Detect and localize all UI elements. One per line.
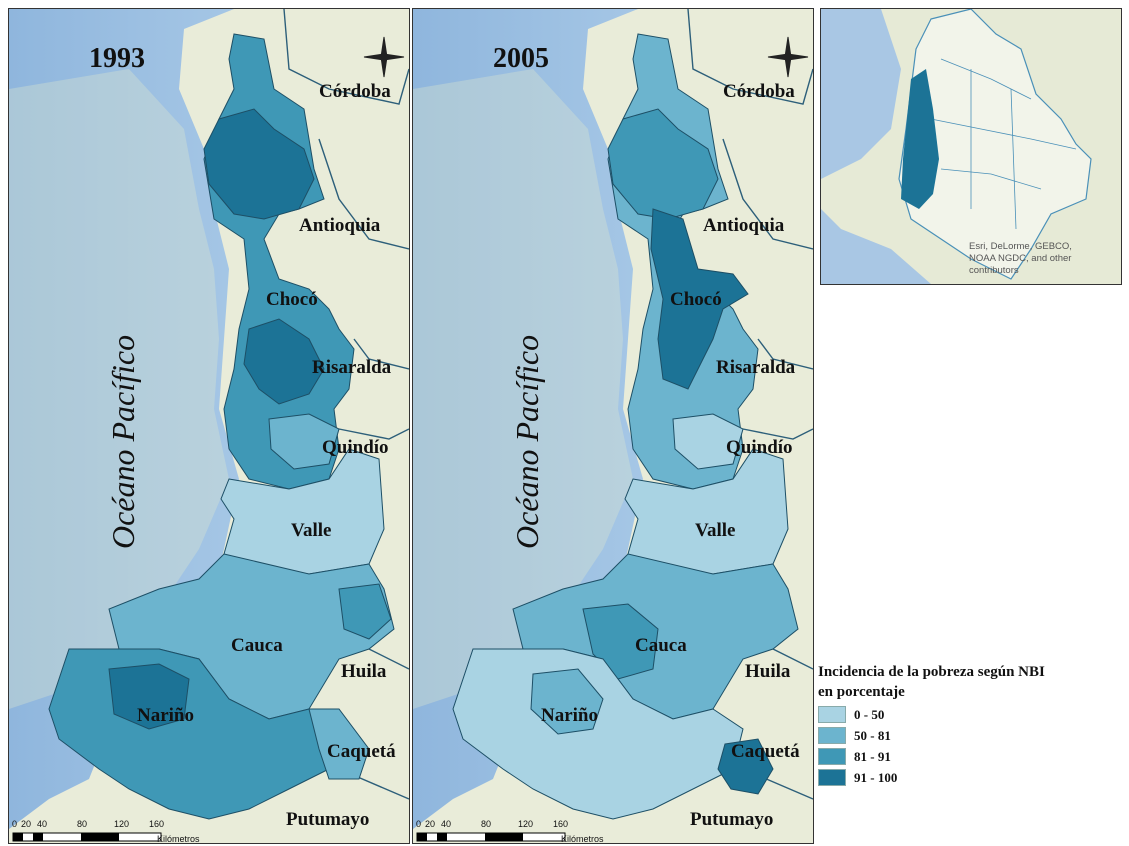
label-caqueta: Caquetá — [327, 741, 396, 762]
region-narino — [452, 648, 744, 820]
inset-pacific-highlight — [901, 69, 939, 209]
legend-subtitle: en porcentaje — [818, 684, 905, 700]
scale-tick: 80 — [481, 819, 491, 829]
scale-bar: 0 20 40 80 120 160 Kilómetros — [416, 819, 604, 843]
scale-unit: Kilómetros — [157, 834, 200, 843]
scale-tick: 20 — [425, 819, 435, 829]
label-valle: Valle — [291, 520, 331, 541]
legend-item: 91 - 100 — [818, 769, 1128, 786]
inset-dept-lines — [930, 58, 1077, 230]
label-risaralda: Risaralda — [312, 357, 392, 378]
scale-tick: 40 — [441, 819, 451, 829]
legend-label: 81 - 91 — [854, 748, 891, 764]
region-choco-north — [607, 108, 719, 220]
label-cauca: Cauca — [635, 635, 687, 656]
label-choco: Chocó — [266, 289, 318, 310]
compass-rose-icon — [767, 36, 809, 78]
label-narino: Nariño — [137, 705, 194, 726]
map-1993-svg: 1993 Córdoba Antioquia Chocó Risaralda Q… — [9, 9, 409, 843]
scale-tick: 0 — [12, 819, 17, 829]
inset-colombia — [898, 9, 1092, 280]
scale-unit: Kilómetros — [561, 834, 604, 843]
inset-attribution: NOAA NGDC, and other — [969, 253, 1071, 264]
map-1993: 1993 Córdoba Antioquia Chocó Risaralda Q… — [8, 8, 410, 844]
legend-title: Incidencia de la pobreza según NBI — [818, 664, 1045, 680]
label-quindio: Quindío — [726, 437, 793, 458]
ocean-label: Océano Pacífico — [509, 335, 545, 549]
label-huila: Huila — [745, 661, 791, 682]
scale-tick: 80 — [77, 819, 87, 829]
legend-swatch — [818, 769, 846, 786]
region-cauca-east — [338, 583, 392, 640]
label-huila: Huila — [341, 661, 387, 682]
legend-swatch — [818, 727, 846, 744]
region-caqueta-part — [717, 738, 774, 795]
scale-tick: 120 — [518, 819, 533, 829]
inset-attribution: Esri, DeLorme, GEBCO, — [969, 241, 1072, 252]
legend: Incidencia de la pobreza según NBI en po… — [818, 662, 1128, 842]
region-narino-mid — [530, 668, 604, 735]
scale-tick: 160 — [149, 819, 164, 829]
region-narino-core — [108, 663, 190, 730]
legend-swatch — [818, 706, 846, 723]
coast-shelf — [413, 69, 633, 709]
legend-swatch — [818, 748, 846, 765]
legend-label: 91 - 100 — [854, 769, 898, 785]
label-cordoba: Córdoba — [319, 81, 391, 102]
scale-tick: 120 — [114, 819, 129, 829]
scale-tick: 160 — [553, 819, 568, 829]
legend-label: 50 - 81 — [854, 727, 891, 743]
label-putumayo: Putumayo — [690, 809, 773, 830]
map-year-label: 1993 — [89, 43, 145, 74]
label-valle: Valle — [695, 520, 735, 541]
scale-tick: 20 — [21, 819, 31, 829]
coast-shelf — [9, 69, 229, 709]
label-putumayo: Putumayo — [286, 809, 369, 830]
legend-item: 50 - 81 — [818, 727, 1128, 744]
legend-item: 81 - 91 — [818, 748, 1128, 765]
label-antioquia: Antioquia — [703, 215, 785, 236]
legend-label: 0 - 50 — [854, 706, 885, 722]
region-choco-core — [650, 208, 749, 390]
legend-item: 0 - 50 — [818, 706, 1128, 723]
scale-bar: 0 20 40 80 120 160 Kilómetros — [12, 819, 200, 843]
label-cauca: Cauca — [231, 635, 283, 656]
ocean-label: Océano Pacífico — [105, 335, 141, 549]
label-antioquia: Antioquia — [299, 215, 381, 236]
region-choco-south — [268, 413, 340, 470]
region-caqueta-part — [308, 708, 370, 780]
label-cordoba: Córdoba — [723, 81, 795, 102]
scale-tick: 40 — [37, 819, 47, 829]
label-caqueta: Caquetá — [731, 741, 800, 762]
region-choco-north — [203, 108, 315, 220]
label-risaralda: Risaralda — [716, 357, 796, 378]
label-quindio: Quindío — [322, 437, 389, 458]
region-choco-south — [672, 413, 744, 470]
inset-attribution: contributors — [969, 265, 1019, 276]
map-year-label: 2005 — [493, 43, 549, 74]
label-narino: Nariño — [541, 705, 598, 726]
map-2005: 2005 Córdoba Antioquia Chocó Risaralda Q… — [412, 8, 814, 844]
locator-inset-map: Esri, DeLorme, GEBCO, NOAA NGDC, and oth… — [820, 8, 1122, 285]
map-2005-svg: 2005 Córdoba Antioquia Chocó Risaralda Q… — [413, 9, 813, 843]
compass-rose-icon — [363, 36, 405, 78]
label-choco: Chocó — [670, 289, 722, 310]
scale-tick: 0 — [416, 819, 421, 829]
region-choco-central — [243, 318, 325, 405]
inset-svg: Esri, DeLorme, GEBCO, NOAA NGDC, and oth… — [821, 9, 1121, 284]
